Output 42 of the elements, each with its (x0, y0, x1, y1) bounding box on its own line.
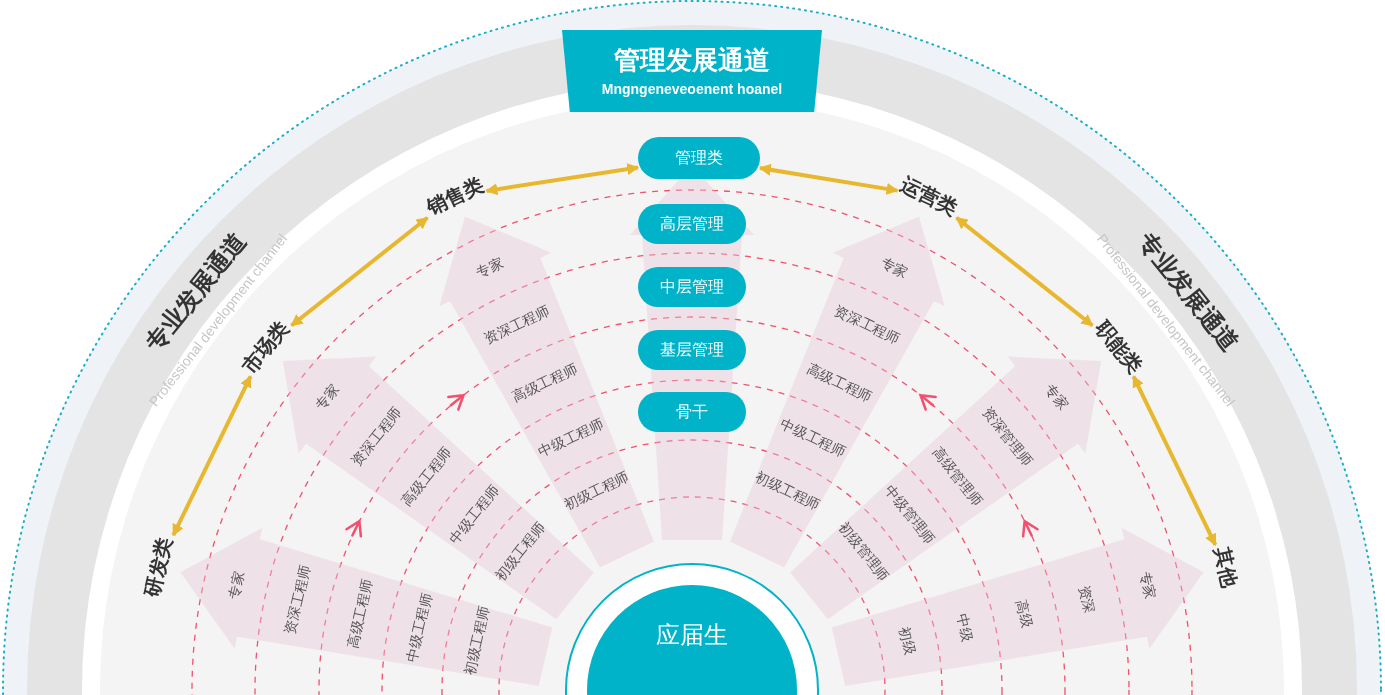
level-pill: 高层管理 (638, 204, 746, 244)
level-label: 中级 (954, 611, 975, 643)
level-label: 资深工程师 (832, 303, 902, 347)
level-label: 中级工程师 (404, 591, 434, 663)
double-arrow (955, 216, 1094, 328)
double-arrow (1131, 375, 1218, 547)
level-label: 专家 (474, 255, 506, 281)
level-label: 中级工程师 (536, 416, 606, 459)
level-label: 资深 (1076, 583, 1097, 615)
level-label: 高级工程师 (510, 361, 580, 404)
level-label: 资深工程师 (282, 563, 313, 635)
double-arrow (485, 163, 640, 196)
level-label: 专家 (878, 255, 910, 281)
category-label: 职能类 (1092, 316, 1146, 377)
level-label: 初级工程师 (561, 469, 632, 513)
category-label: 市场类 (238, 316, 292, 377)
banner-title: 管理发展通道 (614, 44, 770, 77)
title-banner (562, 30, 822, 112)
level-label: 专家 (1042, 381, 1071, 413)
level-label: 专家 (226, 569, 246, 600)
level-label: 专家 (313, 381, 342, 413)
level-pill: 管理类 (638, 137, 760, 179)
category-label: 销售类 (423, 173, 487, 218)
level-label: 高级工程师 (804, 361, 874, 404)
level-label: 初级 (897, 625, 918, 656)
level-label: 专家 (1138, 569, 1158, 600)
level-label: 高级 (1014, 598, 1035, 629)
double-arrow (290, 216, 429, 328)
level-pill: 中层管理 (638, 267, 746, 307)
category-label: 运营类 (897, 173, 961, 218)
level-pill: 基层管理 (638, 330, 746, 370)
level-label: 中级工程师 (778, 416, 848, 459)
double-arrow (171, 375, 253, 537)
category-label: 研发类 (141, 535, 175, 599)
level-label: 高级工程师 (345, 577, 375, 649)
level-pill: 骨干 (638, 392, 746, 432)
level-label: 初级工程师 (461, 604, 492, 676)
banner-subtitle: Mngngeneveoenent hoanel (601, 80, 783, 98)
level-label: 初级工程师 (752, 469, 823, 513)
category-label: 其他 (1211, 545, 1241, 589)
level-label: 资深工程师 (482, 303, 552, 347)
double-arrow (758, 163, 899, 195)
